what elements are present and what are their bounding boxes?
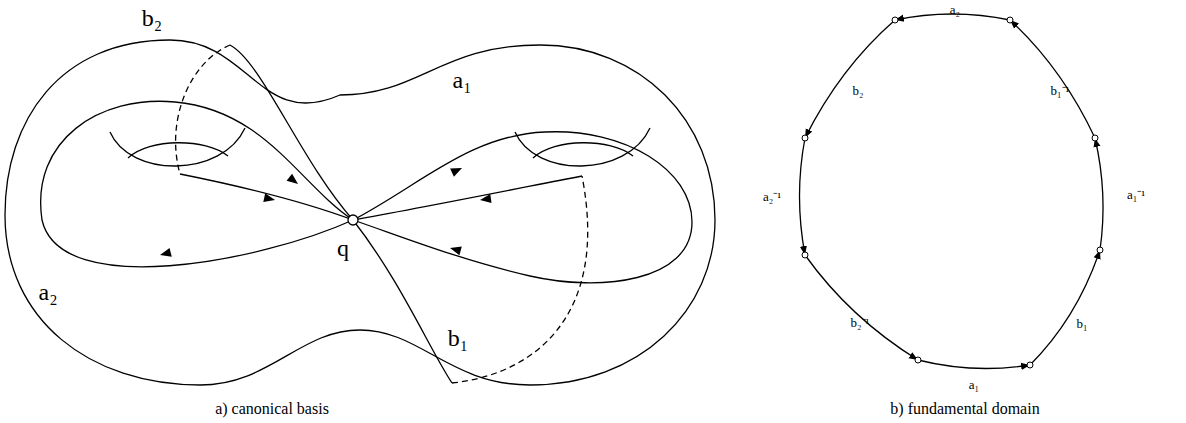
side-label: b₂ — [852, 84, 863, 97]
curve-label: a₂ — [38, 280, 57, 304]
curve-label: b₂ — [142, 6, 162, 30]
side-label: a₂⁻¹ — [763, 190, 781, 203]
caption: b) fundamental domain — [890, 401, 1039, 417]
point-label: q — [337, 236, 349, 260]
curve-label: b₁ — [448, 326, 468, 350]
genus-two-surface — [5, 40, 715, 385]
direction-arrows — [159, 164, 492, 259]
curve-label: a₁ — [452, 68, 471, 92]
caption: a) canonical basis — [215, 401, 329, 417]
side-label: a₁ — [969, 378, 979, 391]
side-label: a₁⁻¹ — [1127, 188, 1145, 201]
side-label: b₁ — [1076, 317, 1087, 330]
side-label: a₂ — [950, 2, 960, 15]
octagon-sides — [800, 14, 1104, 369]
base-point — [348, 215, 358, 225]
side-label: b₂⁻¹ — [851, 316, 870, 329]
octagon-vertices — [802, 17, 1103, 368]
side-label: b₁⁻¹ — [1051, 84, 1070, 97]
